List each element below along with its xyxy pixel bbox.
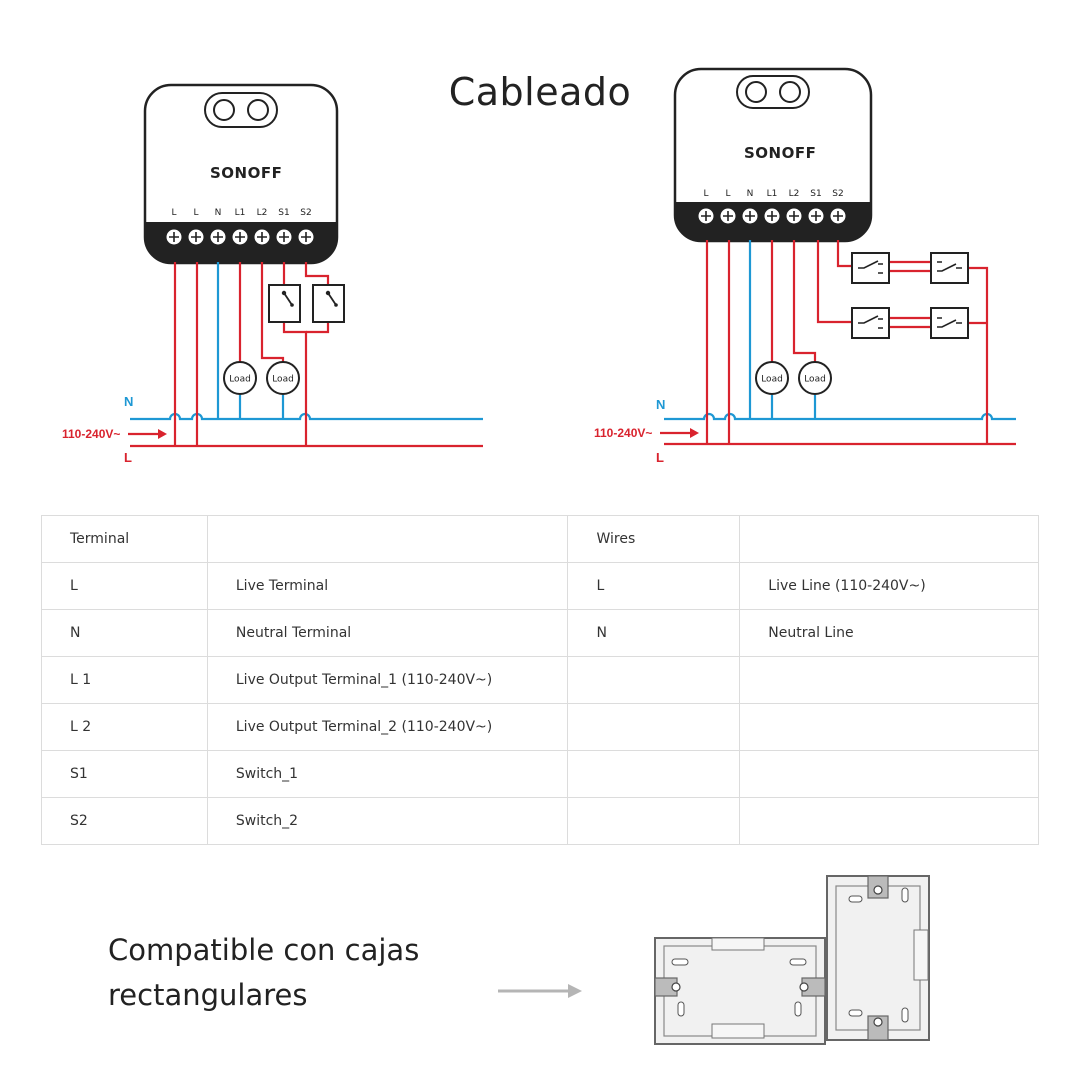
load-icon: Load (223, 361, 257, 395)
table-cell (567, 656, 741, 704)
arrow-right-icon (690, 428, 699, 438)
table-cell (739, 703, 1039, 751)
wiring-diagram-single: SONOFF L L N L1 L2 S1 S2 (62, 83, 483, 465)
table-cell: L (41, 562, 208, 610)
terminal-table: Terminal Wires L Live Terminal L Live Li… (41, 515, 1039, 845)
table-row: S1 Switch_1 (41, 750, 1039, 798)
table-cell: S1 (41, 750, 208, 798)
sonoff-device: SONOFF L L N L1 L2 S1 S2 (673, 67, 873, 243)
table-cell: Live Output Terminal_2 (110-240V~) (206, 703, 569, 751)
table-row: N Neutral Terminal N Neutral Line (41, 609, 1039, 657)
table-cell: N (41, 609, 208, 657)
terminal-label: L (703, 189, 708, 199)
wiring-diagram-two-way: SONOFF L L N L1 L2 S1 S2 (594, 67, 1016, 465)
rectangular-box-icon (826, 875, 930, 1041)
table-row: L Live Terminal L Live Line (110-240V~) (41, 562, 1039, 610)
load-icon: Load (755, 361, 789, 395)
terminal-label: N (747, 189, 754, 199)
neutral-label: N (124, 394, 133, 409)
terminal-label: S1 (278, 208, 289, 218)
terminal-label: L (725, 189, 730, 199)
terminal-label: L2 (257, 208, 268, 218)
voltage-label: 110-240V~ (62, 427, 120, 441)
arrow-right-icon (498, 984, 582, 998)
neutral-label: N (656, 397, 665, 412)
terminal-label: L1 (767, 189, 778, 199)
terminal-label: L1 (235, 208, 246, 218)
table-cell (567, 797, 741, 845)
table-cell: Live Line (110-240V~) (739, 562, 1039, 610)
table-row: Terminal Wires (41, 515, 1039, 563)
rectangular-box-icon (654, 937, 826, 1045)
terminal-label: S1 (810, 189, 821, 199)
switch-icon (930, 307, 969, 339)
svg-text:Load: Load (229, 375, 251, 385)
switch-icon (851, 252, 890, 284)
table-cell: Live Output Terminal_1 (110-240V~) (206, 656, 569, 704)
table-cell: Live Terminal (206, 562, 569, 610)
page-title: Cableado (448, 70, 632, 114)
terminal-label: L (193, 208, 198, 218)
brand-logo: SONOFF (210, 164, 282, 182)
terminal-label: N (215, 208, 222, 218)
svg-text:Load: Load (272, 375, 294, 385)
table-cell: N (567, 609, 741, 657)
table-row: S2 Switch_2 (41, 797, 1039, 845)
switch-icon (268, 284, 301, 323)
table-cell: Neutral Terminal (206, 609, 569, 657)
table-cell: L 1 (41, 656, 208, 704)
live-label: L (656, 450, 664, 465)
table-cell (567, 703, 741, 751)
rectangular-boxes-illustration (654, 875, 930, 1045)
svg-text:Load: Load (804, 375, 826, 385)
table-cell (739, 656, 1039, 704)
table-cell: L (567, 562, 741, 610)
terminal-label: S2 (300, 208, 311, 218)
switch-icon (312, 284, 345, 323)
table-row: L 1 Live Output Terminal_1 (110-240V~) (41, 656, 1039, 704)
live-label: L (124, 450, 132, 465)
sonoff-device: SONOFF L L N L1 L2 S1 S2 (143, 83, 339, 265)
table-cell: Switch_2 (206, 797, 569, 845)
switch-icon (930, 252, 969, 284)
compatibility-line: rectangulares (108, 978, 308, 1012)
table-row: L 2 Live Output Terminal_2 (110-240V~) (41, 703, 1039, 751)
table-cell (739, 797, 1039, 845)
terminal-label: L2 (789, 189, 800, 199)
arrow-right-icon (158, 429, 167, 439)
svg-text:Load: Load (761, 375, 783, 385)
voltage-label: 110-240V~ (594, 426, 652, 440)
table-cell: S2 (41, 797, 208, 845)
terminal-label: S2 (832, 189, 843, 199)
load-icon: Load (798, 361, 832, 395)
brand-logo: SONOFF (744, 144, 816, 162)
table-cell (739, 515, 1039, 563)
load-icon: Load (266, 361, 300, 395)
table-cell: Switch_1 (206, 750, 569, 798)
table-cell: L 2 (41, 703, 208, 751)
table-cell (206, 515, 569, 563)
compatibility-text: Compatible con cajas rectangulares (108, 928, 419, 1018)
table-cell (739, 750, 1039, 798)
table-cell: Neutral Line (739, 609, 1039, 657)
switch-icon (851, 307, 890, 339)
compatibility-line: Compatible con cajas (108, 933, 420, 967)
table-cell (567, 750, 741, 798)
terminal-label: L (171, 208, 176, 218)
table-cell: Wires (567, 515, 741, 563)
table-cell: Terminal (41, 515, 208, 563)
